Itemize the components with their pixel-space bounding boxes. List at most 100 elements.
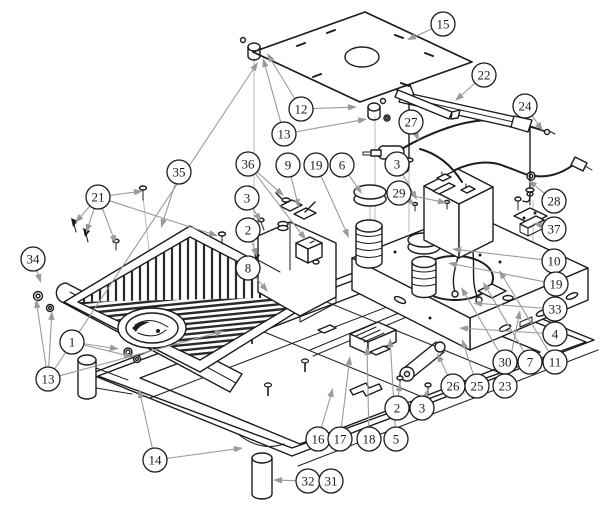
- callout-number: 13: [278, 127, 291, 142]
- leader-arrowhead: [354, 184, 362, 194]
- leader-arrowhead: [387, 338, 394, 348]
- callout-14: 14: [142, 447, 168, 473]
- callout-number: 3: [419, 401, 426, 416]
- callout-number: 19: [550, 277, 563, 292]
- callout-24: 24: [512, 93, 538, 119]
- callout-circle: [85, 184, 111, 210]
- callout-4: 4: [542, 321, 568, 347]
- leader-arrowhead: [75, 214, 84, 223]
- callout-number: 26: [447, 379, 461, 394]
- leader-line: [48, 316, 53, 368]
- leader-arrowhead: [137, 389, 145, 399]
- callout-circle: [542, 349, 568, 375]
- callout-number: 8: [245, 261, 252, 276]
- leader-line: [485, 286, 525, 352]
- callout-number: 35: [173, 165, 186, 180]
- callout-number: 34: [27, 252, 41, 267]
- leader-line: [340, 361, 350, 428]
- leader-line: [59, 332, 219, 377]
- leader-arrowhead: [109, 234, 116, 244]
- leader-line: [83, 343, 114, 349]
- leader-arrowhead: [452, 246, 462, 254]
- callout-number: 11: [549, 355, 562, 370]
- callout-circle: [517, 349, 543, 375]
- callout-30: 30: [492, 349, 518, 375]
- callout-circle: [512, 93, 538, 119]
- callout-34: 34: [20, 246, 46, 272]
- callout-number: 24: [519, 99, 533, 114]
- leader-line: [254, 173, 303, 236]
- leader-line: [269, 57, 296, 100]
- callout-number: 29: [393, 186, 406, 201]
- callout-circle: [234, 185, 260, 211]
- callout-number: 27: [405, 115, 419, 130]
- callout-number: 14: [149, 453, 163, 468]
- leader-line: [312, 106, 352, 110]
- leader-line: [320, 393, 332, 428]
- leader-line: [320, 175, 348, 233]
- latch-bottom: [367, 102, 381, 112]
- callout-number: 10: [548, 254, 561, 269]
- leader-line: [101, 208, 115, 239]
- callout-circle: [471, 62, 497, 88]
- callout-13: 13: [271, 121, 297, 147]
- callout-number: 13: [42, 372, 55, 387]
- leader-arrowhead: [250, 62, 258, 72]
- callout-1: 1: [59, 329, 85, 355]
- leader-arrowhead: [275, 187, 284, 196]
- callout-circle: [288, 96, 314, 122]
- solenoid: [513, 191, 548, 237]
- callout-2: 2: [384, 395, 410, 421]
- callout-circle: [20, 246, 46, 272]
- callout-6: 6: [329, 152, 355, 178]
- leader-line: [54, 66, 256, 370]
- callout-circle: [303, 152, 329, 178]
- leader-arrowhead: [35, 273, 42, 283]
- callout-35: 35: [166, 159, 192, 185]
- callout-circle: [271, 121, 297, 147]
- callout-3: 3: [234, 185, 260, 211]
- leader-arrowhead: [342, 228, 349, 238]
- callout-8: 8: [235, 255, 261, 281]
- callout-number: 12: [295, 102, 308, 117]
- callout-3: 3: [384, 151, 410, 177]
- callout-circle: [492, 373, 518, 399]
- callout-3: 3: [409, 395, 435, 421]
- leader-arrowhead: [34, 299, 41, 309]
- callout-number: 2: [394, 401, 401, 416]
- callout-number: 2: [245, 223, 252, 238]
- callout-number: 15: [437, 17, 450, 32]
- callout-15: 15: [430, 11, 456, 37]
- callout-circle: [384, 151, 410, 177]
- leader-line: [463, 344, 474, 375]
- leader-arrowhead: [395, 382, 403, 392]
- leader-line: [83, 344, 128, 357]
- callout-number: 9: [285, 158, 292, 173]
- callout-circle: [275, 152, 301, 178]
- leader-arrowhead: [515, 310, 522, 320]
- leader-line: [366, 351, 370, 428]
- callout-10: 10: [541, 248, 567, 274]
- leader-line: [459, 82, 476, 98]
- grate-center-cap: [117, 307, 187, 349]
- leader-arrowhead: [357, 117, 367, 124]
- leader-line: [478, 302, 544, 309]
- callout-19: 19: [303, 152, 329, 178]
- leader-line: [464, 327, 544, 334]
- callout-circle: [542, 321, 568, 347]
- callout-circle: [235, 151, 261, 177]
- leader-arrowhead: [85, 223, 92, 233]
- callout-number: 28: [548, 194, 561, 209]
- callout-number: 37: [548, 222, 562, 237]
- leader-line: [439, 358, 449, 376]
- callout-25: 25: [464, 373, 490, 399]
- callout-number: 3: [394, 157, 401, 172]
- leader-arrowhead: [267, 53, 275, 63]
- callout-28: 28: [541, 188, 567, 214]
- callout-16: 16: [305, 426, 331, 452]
- loose-hardware: [71, 185, 451, 397]
- callout-number: 21: [92, 190, 105, 205]
- callout-circle: [383, 426, 409, 452]
- leader-line: [501, 274, 550, 353]
